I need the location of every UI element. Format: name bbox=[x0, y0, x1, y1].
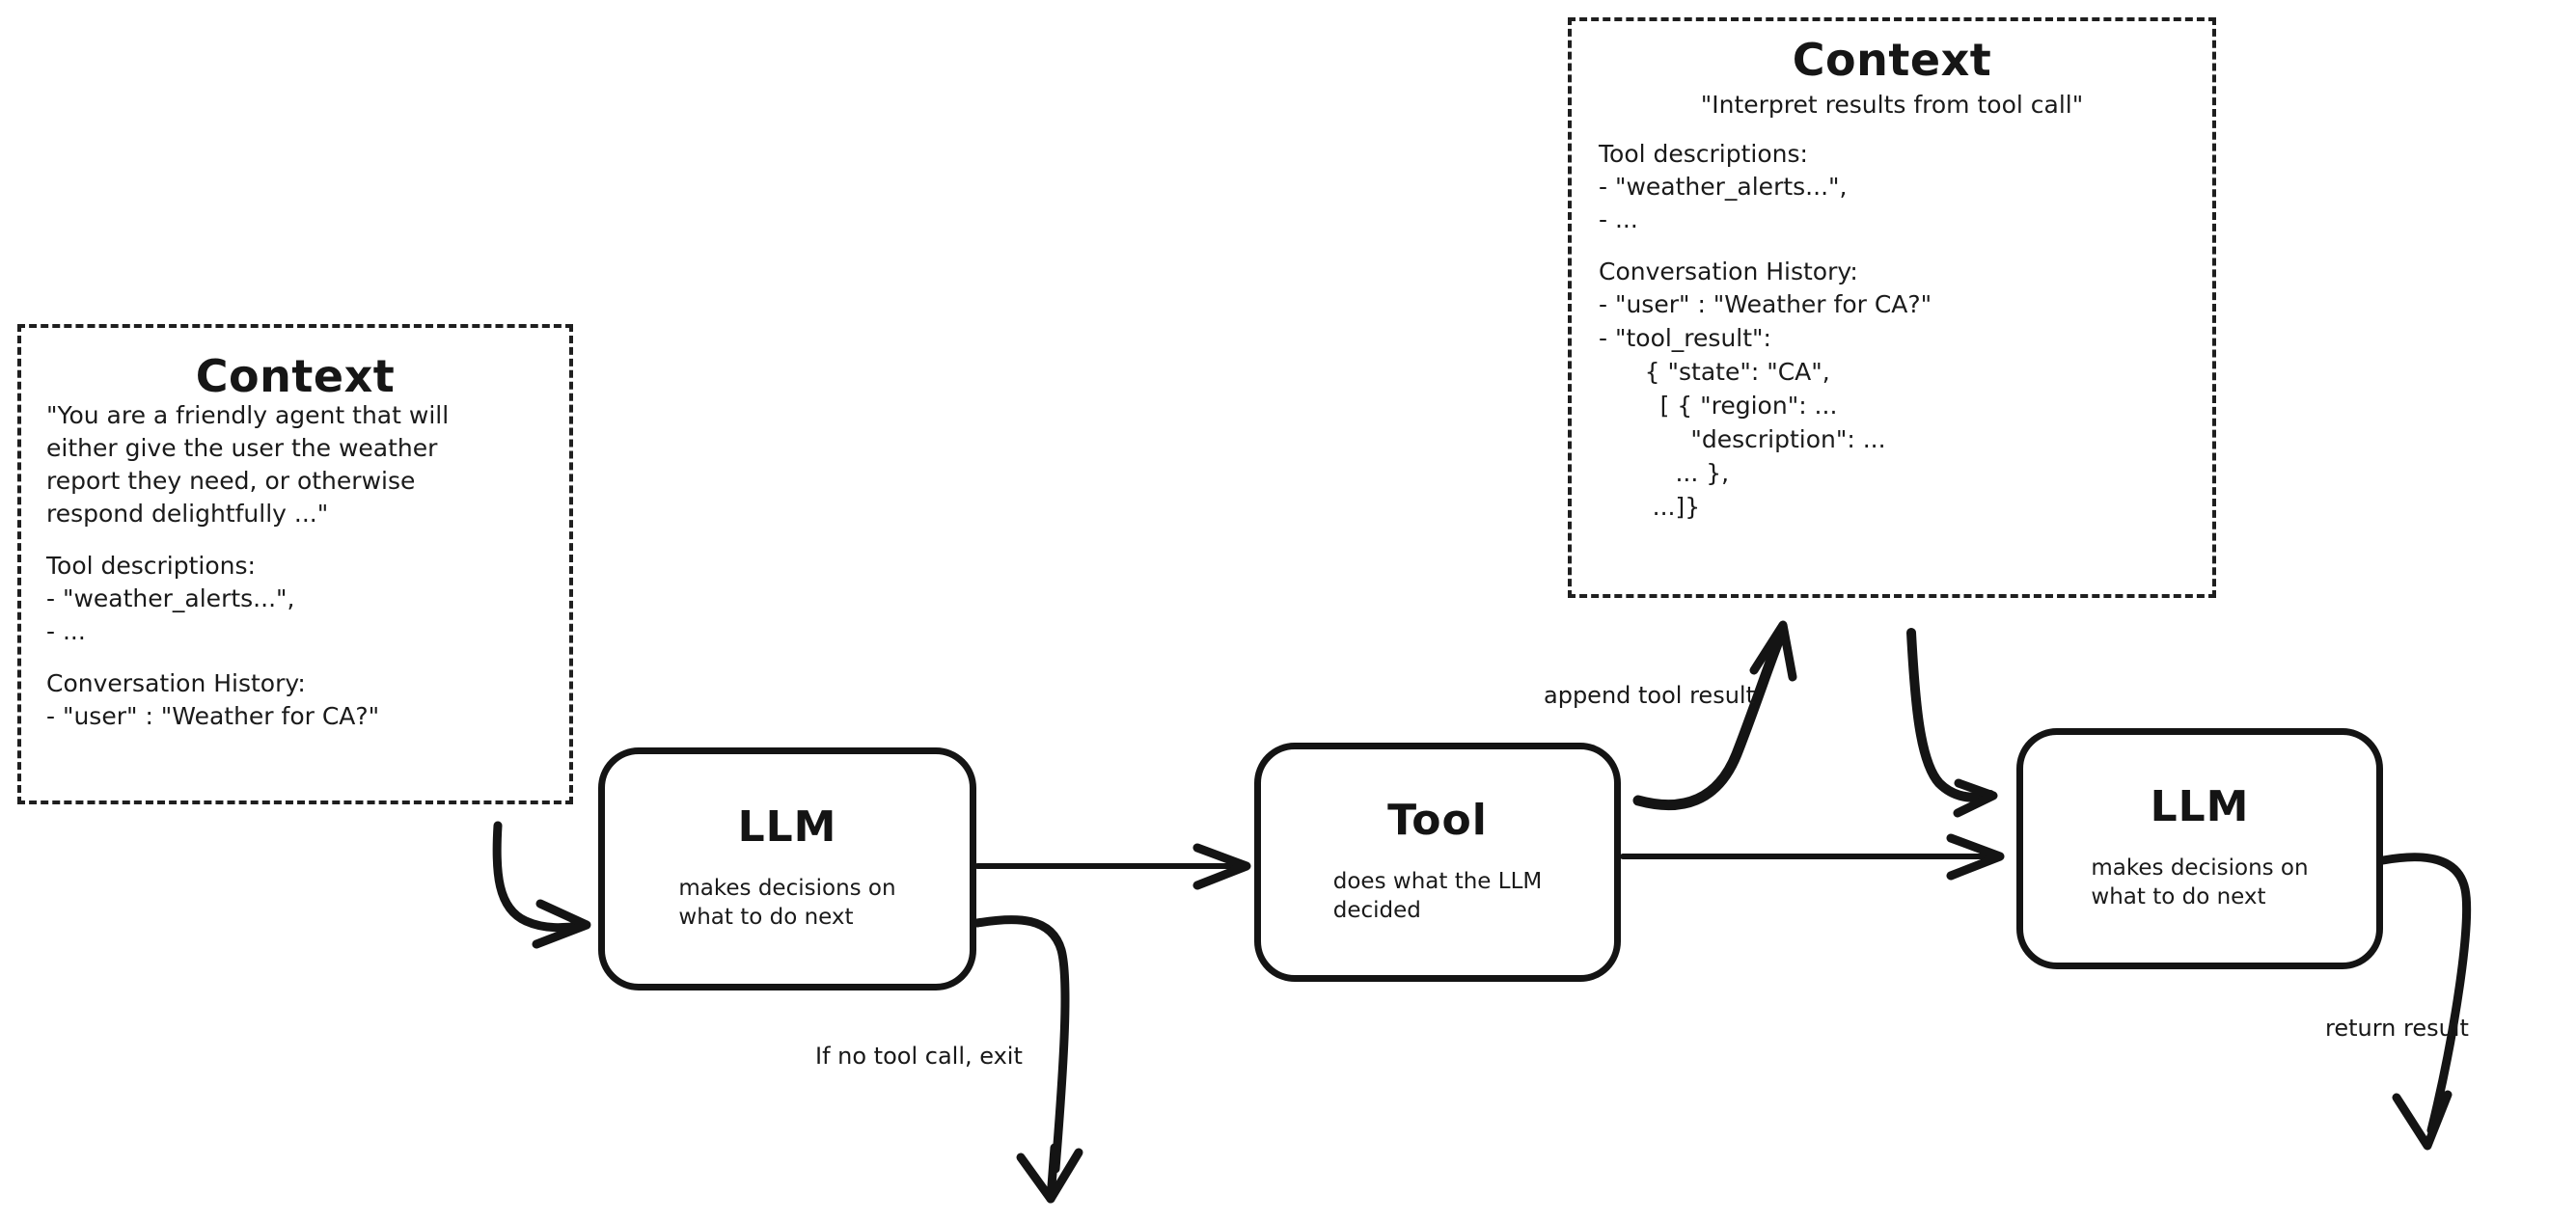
node-tool-title: Tool bbox=[1387, 795, 1488, 845]
edge-context-right-to-llm2 bbox=[1906, 628, 1998, 818]
context-right-conversation-heading: Conversation History: bbox=[1599, 258, 1858, 286]
context-right-title: Context bbox=[1792, 34, 1992, 86]
edge-label-append-tool-result: append tool result bbox=[1544, 682, 1755, 709]
edge-label-return-result: return result bbox=[2325, 1015, 2469, 1042]
context-left-conversation-items: - "user" : "Weather for CA?" bbox=[46, 702, 380, 731]
edge-llm1-to-tool bbox=[974, 843, 1251, 890]
edge-llm1-exit bbox=[973, 915, 1083, 1204]
node-llm-2[interactable]: LLM makes decisions on what to do next bbox=[2016, 728, 2383, 969]
context-left-title: Context bbox=[195, 350, 396, 402]
context-left-system-prompt: "You are a friendly agent that will eith… bbox=[46, 401, 450, 529]
spacer bbox=[1599, 119, 2185, 138]
spacer bbox=[46, 530, 544, 550]
spacer bbox=[46, 648, 544, 667]
edge-tool-to-context-right bbox=[1632, 620, 1797, 811]
context-left-tool-descriptions-heading: Tool descriptions: bbox=[46, 552, 256, 581]
spacer bbox=[1599, 236, 2185, 256]
context-left-tool-descriptions-items: - "weather_alerts...", - ... bbox=[46, 584, 295, 646]
context-right-conversation-user: - "user" : "Weather for CA?" bbox=[1599, 290, 1932, 319]
edge-label-exit: If no tool call, exit bbox=[815, 1043, 1023, 1070]
context-left-conversation-heading: Conversation History: bbox=[46, 669, 306, 698]
context-right-tool-descriptions-heading: Tool descriptions: bbox=[1599, 140, 1808, 169]
node-llm-1-subtitle: makes decisions on what to do next bbox=[678, 875, 896, 930]
edge-context-left-to-llm1 bbox=[492, 821, 591, 949]
context-panel-right: Context "Interpret results from tool cal… bbox=[1568, 17, 2216, 598]
edge-llm2-return-result bbox=[2378, 853, 2472, 1151]
context-panel-left: Context "You are a friendly agent that w… bbox=[17, 324, 573, 804]
node-llm-2-title: LLM bbox=[2150, 781, 2250, 831]
node-llm-2-subtitle: makes decisions on what to do next bbox=[2091, 855, 2309, 909]
context-right-tool-result: - "tool_result": { "state": "CA", [ { "r… bbox=[1599, 324, 1886, 522]
node-llm-1-title: LLM bbox=[737, 801, 837, 852]
context-right-tool-descriptions-items: - "weather_alerts...", - ... bbox=[1599, 173, 1848, 234]
node-tool-subtitle: does what the LLM decided bbox=[1332, 868, 1543, 923]
edge-tool-to-llm2 bbox=[1620, 833, 2005, 881]
node-tool[interactable]: Tool does what the LLM decided bbox=[1254, 743, 1621, 982]
node-llm-1[interactable]: LLM makes decisions on what to do next bbox=[598, 747, 976, 990]
context-right-system-prompt: "Interpret results from tool call" bbox=[1700, 91, 2084, 120]
